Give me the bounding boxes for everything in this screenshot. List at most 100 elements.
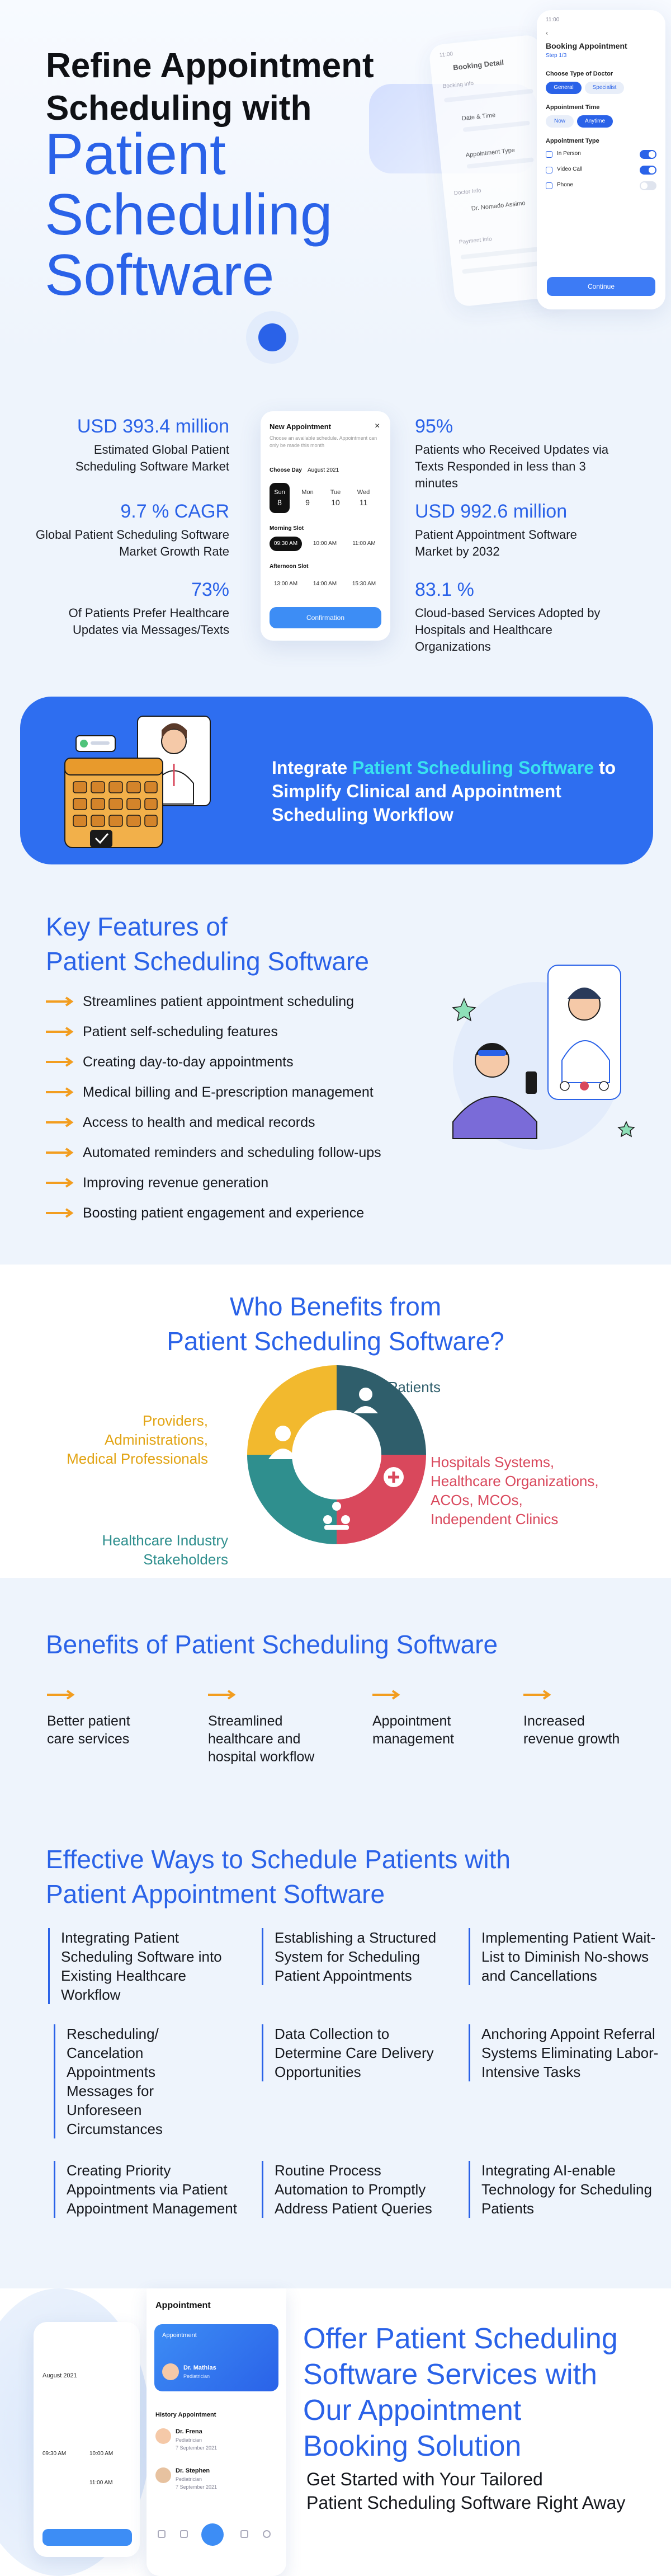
mock-back-appt-type: Appointment Type	[465, 147, 516, 159]
label-providers: Providers, Administrations, Medical Prof…	[32, 1411, 208, 1468]
way-item: Integrating Patient Scheduling Software …	[48, 1928, 238, 2004]
mock-line	[462, 120, 530, 133]
offer-heading-line-3: Our Appointment	[303, 2394, 522, 2427]
feature-item: Automated reminders and scheduling follo…	[46, 1137, 448, 1168]
doctor-specialist-button[interactable]: Specialist	[585, 82, 624, 94]
afternoon-slot[interactable]: 14:00 AM	[313, 581, 337, 587]
integrate-banner-text: Integrate Patient Scheduling Software to…	[272, 756, 641, 826]
benefit-text-line-2: revenue growth	[523, 1731, 620, 1747]
stat-value: 9.7 % CAGR	[120, 501, 229, 522]
offer-heading: Offer Patient Scheduling Software Servic…	[303, 2321, 650, 2464]
hero-accent-line-1: Patient	[45, 122, 226, 187]
hero-accent-line-2: Scheduling	[45, 182, 333, 247]
key-features-section: Key Features of Patient Scheduling Softw…	[0, 904, 671, 1265]
hero-section: Refine Appointment Scheduling with Patie…	[0, 0, 671, 366]
feature-text: Medical billing and E-prescription manag…	[83, 1084, 374, 1100]
stat-market-estimate: USD 393.4 million Estimated Global Patie…	[34, 415, 229, 475]
morning-slot-selected[interactable]: 09:30 AM	[270, 537, 302, 551]
history-label: History Appointment	[155, 2412, 216, 2418]
new-appointment-mockup: New Appointment × Choose an available sc…	[261, 411, 390, 641]
phone-title: Appointment	[155, 2301, 211, 2310]
day-number: 10	[331, 498, 340, 507]
nav-profile-icon[interactable]	[263, 2530, 271, 2538]
ways-heading: Effective Ways to Schedule Patients with…	[46, 1842, 650, 1911]
time-anytime-button[interactable]: Anytime	[577, 115, 613, 128]
back-chevron-icon[interactable]: ‹	[546, 29, 548, 37]
morning-slot[interactable]: 11:00 AM	[352, 540, 376, 547]
features-heading-line-2: Patient Scheduling Software	[46, 947, 369, 976]
avatar	[155, 2467, 171, 2483]
video-call-toggle[interactable]	[640, 166, 656, 175]
phone-toggle[interactable]	[640, 181, 656, 190]
mock-front-status-time: 11:00	[546, 17, 560, 23]
history-doctor-1: Dr. Frena	[176, 2428, 202, 2435]
history-role-1: Pediatrician	[176, 2437, 202, 2443]
label-stakeholders-line-1: Healthcare Industry	[102, 1532, 228, 1549]
afternoon-slot[interactable]: 13:00 AM	[273, 581, 298, 587]
who-heading-line-2: Patient Scheduling Software?	[167, 1327, 504, 1356]
integrate-banner-section: Integrate Patient Scheduling Software to…	[0, 680, 671, 904]
new-appt-subtitle: Choose an available schedule. Appointmen…	[270, 435, 377, 448]
avatar	[162, 2363, 179, 2380]
benefit-text-line-1: Appointment	[372, 1713, 451, 1729]
left-phone-button[interactable]	[42, 2529, 132, 2546]
way-item: Integrating AI-enable Technology for Sch…	[469, 2161, 659, 2218]
feature-item: Streamlines patient appointment scheduli…	[46, 986, 448, 1017]
mock-front-step: Step 1/3	[546, 53, 567, 59]
in-person-toggle[interactable]	[640, 150, 656, 159]
day-name: Mon	[301, 489, 314, 496]
benefits-section: Benefits of Patient Scheduling Software …	[0, 1578, 671, 1813]
type-video-label: Video Call	[557, 166, 583, 172]
telehealth-illustration	[452, 965, 635, 1150]
benefit-text-line-2: care services	[47, 1731, 130, 1747]
feature-text: Streamlines patient appointment scheduli…	[83, 994, 355, 1009]
stat-text-response: 95% Patients who Received Updates via Te…	[415, 415, 611, 492]
afternoon-slot[interactable]: 15:30 AM	[352, 581, 376, 587]
offer-sub-line-1: Get Started with Your Tailored	[306, 2469, 543, 2489]
avatar	[155, 2428, 171, 2444]
stat-desc: Estimated Global Patient Scheduling Soft…	[75, 443, 229, 473]
benefit-text-line-3: hospital workflow	[208, 1749, 315, 1765]
history-role-2: Pediatrician	[176, 2476, 202, 2482]
benefit-text-line-1: Better patient	[47, 1713, 130, 1729]
time-now-button[interactable]: Now	[546, 115, 574, 128]
mock-back-section: Booking Info	[442, 80, 474, 90]
ways-heading-line-1: Effective Ways to Schedule Patients with	[46, 1845, 511, 1874]
day-number: 8	[277, 498, 282, 507]
nav-home-icon[interactable]	[201, 2523, 224, 2546]
stat-value: 73%	[191, 579, 229, 600]
confirmation-button[interactable]: Confirmation	[270, 607, 381, 628]
benefit-item: Appointment management	[372, 1690, 501, 1748]
label-patients: Patients	[388, 1379, 441, 1395]
mock-choose-doctor: Choose Type of Doctor	[546, 70, 613, 77]
effective-ways-section: Effective Ways to Schedule Patients with…	[0, 1813, 671, 2288]
mock-appt-type: Appointment Type	[546, 138, 599, 144]
stats-section: USD 393.4 million Estimated Global Patie…	[0, 366, 671, 680]
hero-title-line-2: Scheduling with	[46, 89, 312, 128]
stat-desc: Global Patient Scheduling Software Marke…	[35, 528, 229, 558]
mock-back-title: Booking Detail	[452, 58, 504, 72]
appointment-card[interactable]: Appointment Dr. Mathias Pediatrician	[154, 2324, 278, 2391]
label-providers-line-1: Providers,	[142, 1412, 208, 1429]
way-item: Rescheduling/ Cancelation Appointments M…	[54, 2024, 216, 2138]
mock-line	[466, 157, 534, 169]
morning-slot[interactable]: 10:00 AM	[313, 540, 337, 547]
feature-text: Boosting patient engagement and experien…	[83, 1205, 365, 1221]
close-icon[interactable]: ×	[375, 421, 380, 431]
doctor-general-button[interactable]: General	[546, 82, 582, 94]
arrow-right-icon	[46, 1057, 74, 1067]
nav-chat-icon[interactable]	[180, 2530, 188, 2538]
hero-decorative-dot	[258, 323, 286, 351]
nav-calendar-icon[interactable]	[240, 2530, 248, 2538]
nav-house-icon[interactable]	[158, 2530, 166, 2538]
arrow-right-icon	[208, 1690, 236, 1700]
continue-button[interactable]: Continue	[547, 277, 655, 296]
providers-icon	[268, 1426, 297, 1459]
arrow-right-icon	[46, 1087, 74, 1097]
stat-cagr: 9.7 % CAGR Global Patient Scheduling Sof…	[34, 500, 229, 560]
hero-accent-title: Patient Scheduling Software	[45, 124, 447, 305]
